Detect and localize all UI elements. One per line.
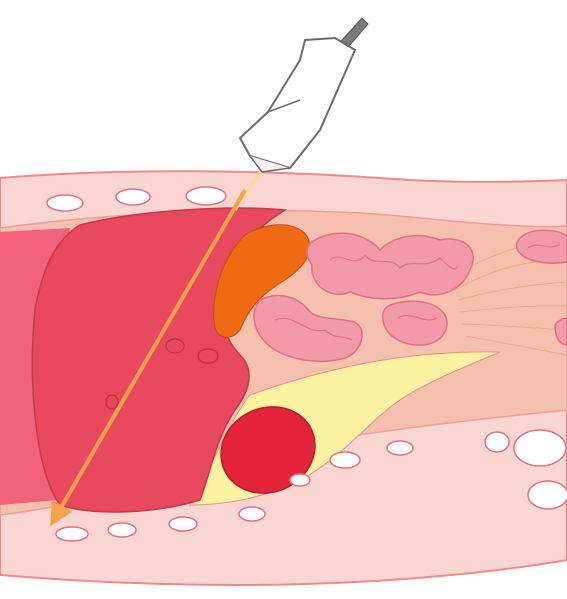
ultrasound-probe-icon [240, 18, 368, 172]
